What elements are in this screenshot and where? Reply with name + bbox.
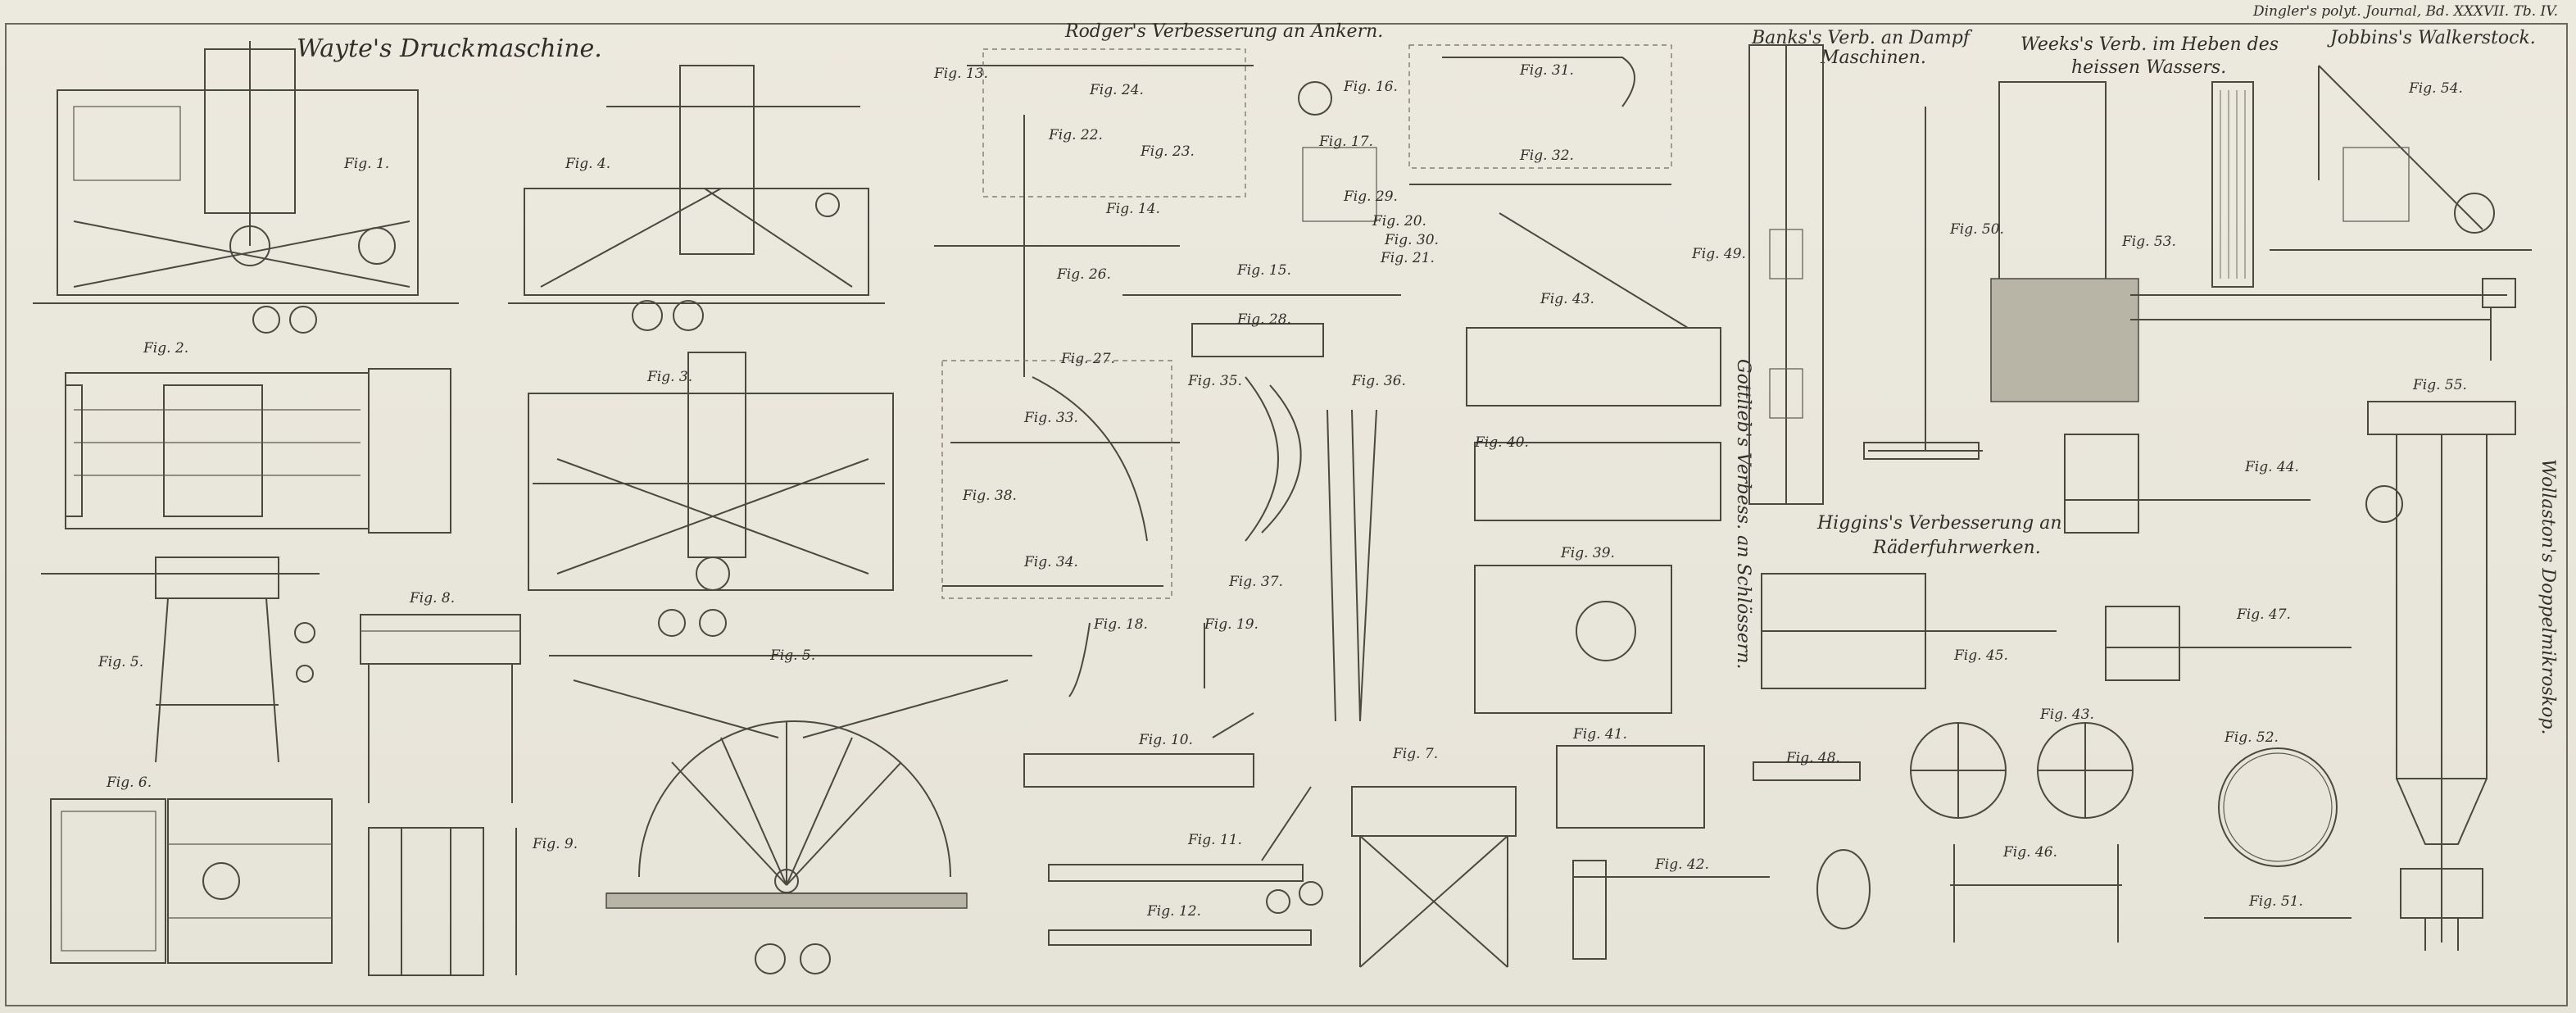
press-drawing-fig1 bbox=[33, 41, 459, 334]
figure-label-50: Fig. 50. bbox=[1950, 221, 2004, 238]
figure-label-51: Fig. 51. bbox=[2249, 893, 2303, 910]
figure-label-35: Fig. 35. bbox=[1188, 373, 1242, 389]
figure-label-34: Fig. 34. bbox=[1024, 554, 1078, 570]
figure-label-52: Fig. 52. bbox=[2225, 729, 2279, 746]
frame-drawing-fig7 bbox=[1351, 786, 1517, 968]
figure-label-42: Fig. 42. bbox=[1655, 856, 1709, 873]
figure-label-22: Fig. 22. bbox=[1049, 127, 1103, 143]
frame-drawing-fig8 bbox=[360, 614, 521, 803]
figure-label-12: Fig. 12. bbox=[1147, 903, 1201, 920]
title-banks-line2: Maschinen. bbox=[1821, 48, 1926, 68]
figure-label-18: Fig. 18. bbox=[1094, 616, 1148, 633]
ring-drawings bbox=[2204, 747, 2352, 919]
figure-label-4: Fig. 4. bbox=[565, 156, 611, 172]
figure-label-46: Fig. 46. bbox=[2003, 844, 2057, 861]
title-higgins-line2: Räderfuhrwerken. bbox=[1873, 538, 2041, 558]
figure-label-28: Fig. 28. bbox=[1237, 311, 1291, 328]
plate-border bbox=[5, 23, 2568, 1006]
figure-label-8: Fig. 8. bbox=[410, 590, 456, 606]
figure-label-55: Fig. 55. bbox=[2413, 377, 2467, 393]
mechanism-drawings-fig10-12 bbox=[1023, 712, 1323, 946]
figure-label-33: Fig. 33. bbox=[1024, 410, 1078, 426]
figure-label-45: Fig. 45. bbox=[1954, 647, 2008, 664]
steam-engine-drawings bbox=[1748, 44, 1983, 505]
press-drawing-fig3 bbox=[528, 352, 894, 637]
title-rodger: Rodger's Verbesserung an Ankern. bbox=[1065, 21, 1384, 42]
figure-label-30: Fig. 30. bbox=[1385, 232, 1439, 248]
title-weeks-line2: heissen Wassers. bbox=[2071, 57, 2227, 78]
figure-label-43a: Fig. 43. bbox=[1540, 291, 1594, 307]
title-jobbins: Jobbins's Walkerstock. bbox=[2330, 28, 2536, 48]
figure-label-20: Fig. 20. bbox=[1372, 213, 1426, 229]
figure-label-31: Fig. 31. bbox=[1520, 62, 1574, 79]
figure-label-48: Fig. 48. bbox=[1786, 750, 1840, 766]
figure-label-53: Fig. 53. bbox=[2122, 234, 2176, 250]
figure-label-26: Fig. 26. bbox=[1057, 266, 1111, 283]
figure-label-16: Fig. 16. bbox=[1344, 79, 1398, 95]
journal-reference: Dingler's polyt. Journal, Bd. XXXVII. Tb… bbox=[2252, 3, 2558, 20]
figure-label-21: Fig. 21. bbox=[1381, 250, 1435, 266]
press-drawing-fig6 bbox=[50, 798, 333, 964]
figure-label-14: Fig. 14. bbox=[1106, 201, 1160, 217]
lock-drawings bbox=[1408, 44, 1871, 960]
figure-label-32: Fig. 32. bbox=[1520, 148, 1574, 164]
figure-label-7: Fig. 7. bbox=[1393, 746, 1439, 762]
press-drawing-fig5-centre bbox=[549, 655, 1032, 974]
anchor-drawings bbox=[934, 48, 1401, 722]
figure-label-3: Fig. 3. bbox=[647, 369, 693, 385]
figure-label-36: Fig. 36. bbox=[1352, 373, 1406, 389]
fulling-stock-drawing bbox=[2270, 65, 2532, 251]
figure-label-9: Fig. 9. bbox=[533, 836, 578, 852]
figure-label-24: Fig. 24. bbox=[1090, 82, 1144, 98]
figure-label-38: Fig. 38. bbox=[963, 488, 1017, 504]
press-drawing-fig2 bbox=[65, 368, 451, 534]
press-drawing-fig4 bbox=[508, 65, 885, 331]
figure-label-23: Fig. 23. bbox=[1141, 143, 1195, 160]
figure-label-27: Fig. 27. bbox=[1061, 351, 1115, 367]
figure-label-15: Fig. 15. bbox=[1237, 262, 1291, 279]
figure-label-6: Fig. 6. bbox=[107, 775, 152, 791]
figure-label-39: Fig. 39. bbox=[1561, 545, 1615, 561]
title-wayte: Wayte's Druckmaschine. bbox=[297, 34, 602, 63]
figure-label-17: Fig. 17. bbox=[1319, 134, 1373, 150]
figure-label-2: Fig. 2. bbox=[143, 340, 189, 357]
carriage-drawings bbox=[1761, 434, 2352, 943]
figure-label-54: Fig. 54. bbox=[2409, 80, 2463, 97]
microscope-drawing bbox=[2365, 401, 2516, 951]
figure-label-1: Fig. 1. bbox=[344, 156, 390, 172]
figure-label-5a: Fig. 5. bbox=[98, 654, 144, 670]
figure-label-19: Fig. 19. bbox=[1204, 616, 1259, 633]
figure-label-47: Fig. 47. bbox=[2237, 606, 2291, 623]
figure-label-44: Fig. 44. bbox=[2245, 459, 2299, 475]
figure-label-11: Fig. 11. bbox=[1188, 832, 1242, 848]
figure-label-43b: Fig. 43. bbox=[2040, 706, 2094, 723]
figure-label-41: Fig. 41. bbox=[1573, 726, 1627, 743]
figure-label-29: Fig. 29. bbox=[1344, 189, 1398, 205]
figure-label-10: Fig. 10. bbox=[1139, 732, 1193, 748]
title-higgins-line1: Higgins's Verbesserung an bbox=[1817, 513, 2062, 534]
hot-water-drawing bbox=[1990, 81, 2516, 402]
frame-drawing-fig9 bbox=[368, 827, 517, 976]
figure-label-13: Fig. 13. bbox=[934, 66, 988, 82]
figure-label-37: Fig. 37. bbox=[1229, 574, 1283, 590]
press-drawing-fig5-left bbox=[41, 556, 320, 763]
figure-label-40: Fig. 40. bbox=[1475, 434, 1529, 451]
figure-label-5b: Fig. 5. bbox=[770, 647, 816, 664]
title-weeks-line1: Weeks's Verb. im Heben des bbox=[2020, 34, 2279, 55]
figure-label-49: Fig. 49. bbox=[1692, 246, 1746, 262]
